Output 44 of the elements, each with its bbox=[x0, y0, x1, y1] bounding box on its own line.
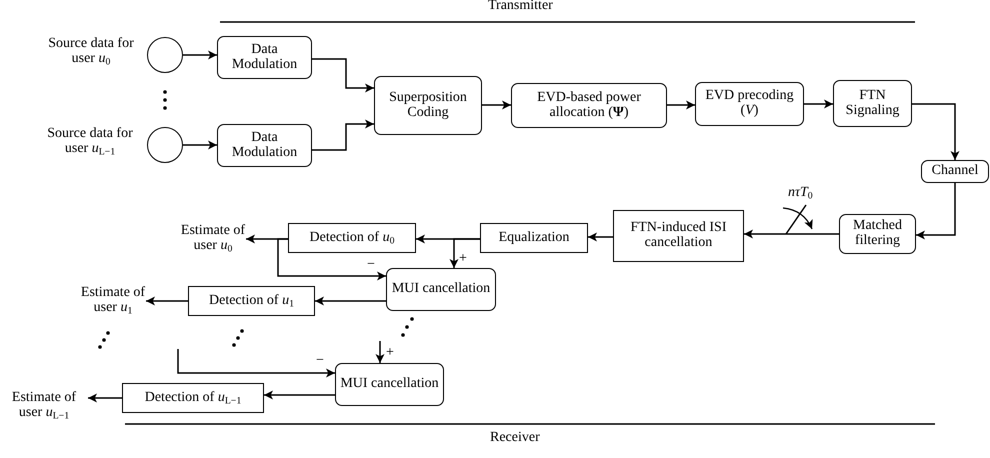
arrow bbox=[744, 230, 839, 238]
process-box: EVD-based power allocation (Ψ) bbox=[511, 83, 667, 128]
arrow bbox=[376, 341, 384, 363]
arrow bbox=[183, 50, 217, 60]
process-box: MUI cancellation bbox=[335, 363, 444, 406]
arrow bbox=[312, 58, 374, 92]
arrow bbox=[264, 390, 335, 400]
arrow bbox=[183, 140, 217, 150]
process-box: Detection of u$_{0}$ bbox=[288, 223, 416, 253]
arrow bbox=[804, 100, 833, 108]
section-title: Receiver bbox=[490, 430, 540, 446]
process-box: Equalization bbox=[480, 223, 588, 253]
output-label: Estimate of user u$_{0}$ bbox=[180, 219, 246, 259]
source-label: Source data for user u$_{0}$ bbox=[47, 37, 135, 66]
process-box: Data Modulation bbox=[217, 36, 312, 79]
edge-label: nτT$_{0}$ bbox=[788, 186, 813, 200]
arrow bbox=[912, 103, 960, 160]
arrow bbox=[667, 100, 695, 110]
process-box: Matched filtering bbox=[839, 214, 916, 254]
arrow bbox=[482, 100, 511, 110]
circle-node bbox=[147, 127, 183, 163]
arrow bbox=[315, 296, 386, 306]
process-box: Superposition Coding bbox=[374, 76, 482, 135]
arrow bbox=[146, 296, 188, 306]
arrow bbox=[88, 394, 122, 402]
arrow bbox=[916, 183, 956, 240]
arrow bbox=[177, 349, 335, 378]
process-box: FTN Signaling bbox=[833, 80, 912, 127]
process-box: FTN-induced ISI cancellation bbox=[613, 210, 744, 262]
section-title: Transmitter bbox=[488, 0, 553, 14]
arrow bbox=[450, 238, 480, 268]
process-box: EVD precoding (V) bbox=[695, 82, 804, 126]
arrow bbox=[277, 238, 386, 280]
arrow bbox=[312, 120, 374, 151]
source-label: Source data for user u$_{L−1}$ bbox=[46, 127, 134, 156]
process-box: Data Modulation bbox=[217, 124, 312, 167]
circle-node bbox=[147, 37, 183, 73]
output-label: Estimate of user u$_{1}$ bbox=[80, 281, 146, 321]
process-box: Detection of u$_{L−1}$ bbox=[122, 383, 264, 413]
arrow bbox=[588, 232, 613, 242]
process-box: MUI cancellation bbox=[386, 268, 496, 311]
process-box: Channel bbox=[921, 160, 989, 183]
process-box: Detection of u$_{1}$ bbox=[188, 286, 315, 316]
output-label: Estimate of user u$_{L−1}$ bbox=[0, 386, 88, 426]
